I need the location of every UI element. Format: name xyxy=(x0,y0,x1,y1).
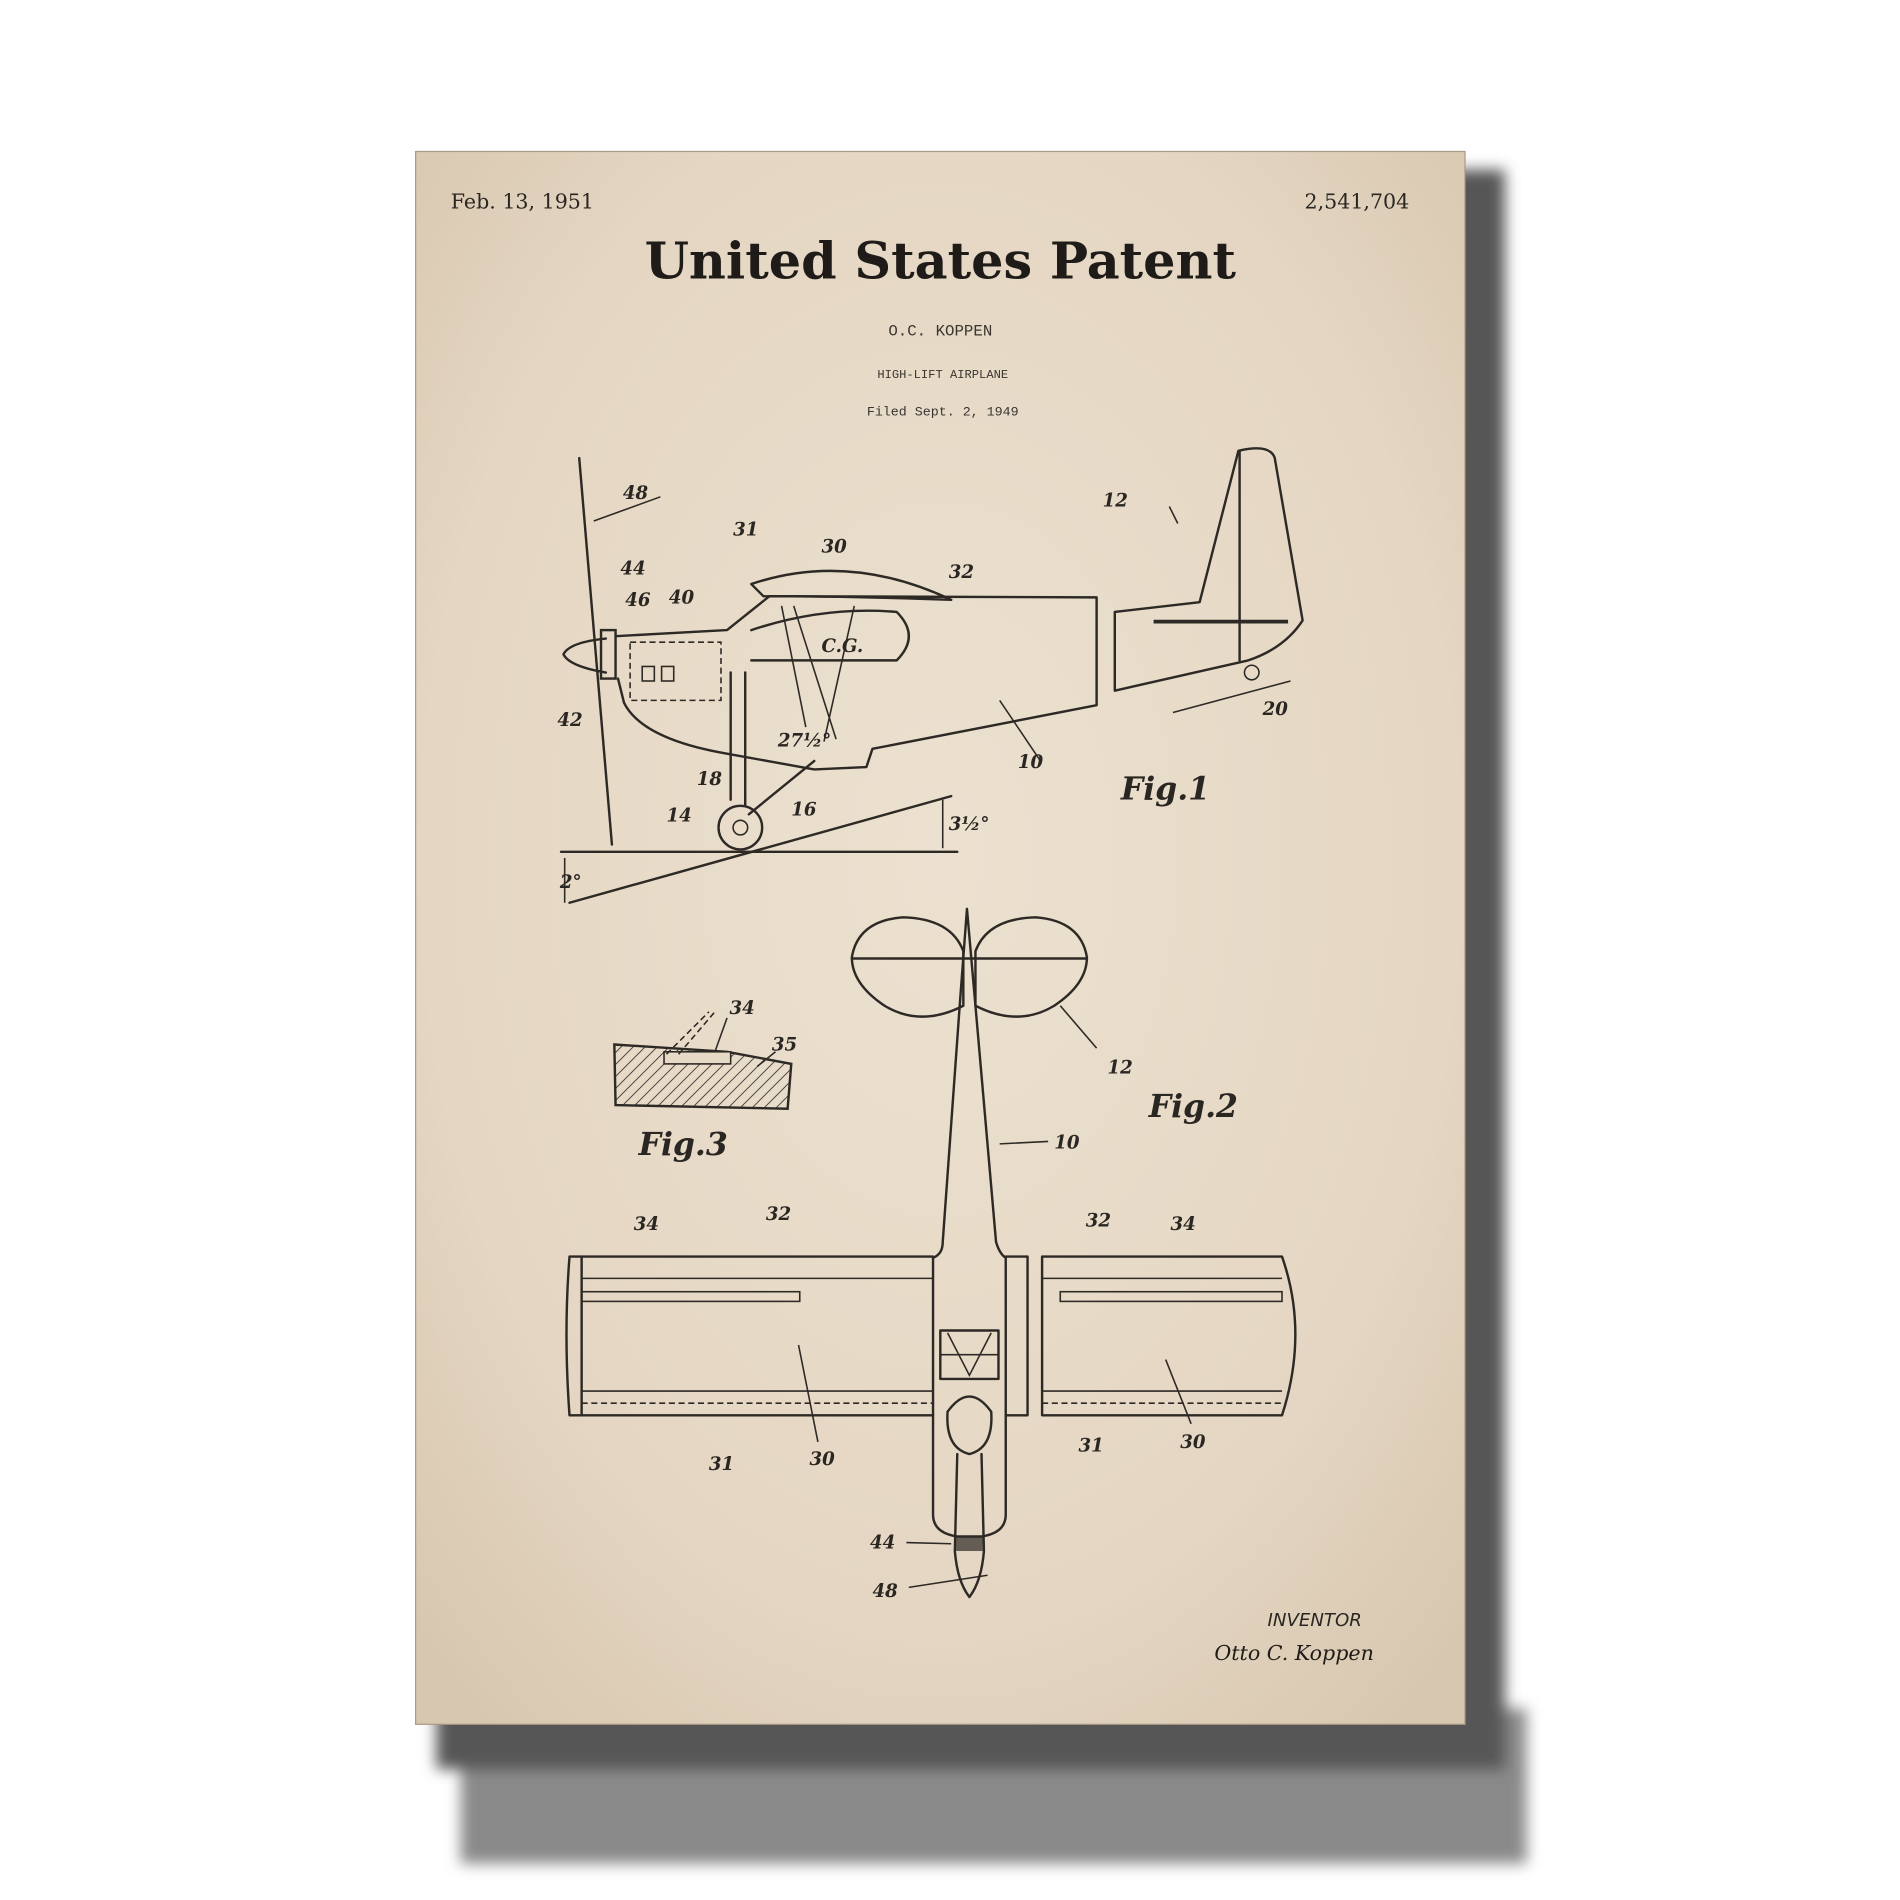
fig1-label: 20 xyxy=(1262,699,1289,720)
fig1-label: 16 xyxy=(791,799,817,820)
patent-date: Feb. 13, 1951 xyxy=(451,189,594,213)
fig1-label: 27½° xyxy=(777,730,831,751)
fig1-label: 2° xyxy=(559,872,582,893)
inventor-label: INVENTOR xyxy=(1268,1610,1362,1631)
patent-title: United States Patent xyxy=(645,232,1237,292)
inventor-signature: Otto C. Koppen xyxy=(1214,1641,1373,1665)
fig3-label: 35 xyxy=(772,1035,797,1056)
fig1-label: 44 xyxy=(620,558,645,579)
fig1-label: 10 xyxy=(1018,752,1044,773)
fig1-label: 40 xyxy=(669,587,695,608)
fig1-label: 12 xyxy=(1103,491,1128,512)
paper xyxy=(416,151,1465,1724)
fig2-label: 32 xyxy=(1086,1210,1111,1231)
fig2-caption: Fig.2 xyxy=(1148,1088,1238,1125)
engine-rings xyxy=(956,1536,983,1551)
fig1-label: 31 xyxy=(733,520,758,541)
fig2-label: 44 xyxy=(870,1533,895,1554)
fig1-label: 3½° xyxy=(949,814,990,835)
fig2-label: 31 xyxy=(709,1454,734,1475)
fig3-caption: Fig.3 xyxy=(638,1126,728,1163)
fig1-caption: Fig.1 xyxy=(1120,771,1210,808)
fig1-label: 14 xyxy=(666,806,691,827)
fig1-label: 42 xyxy=(557,710,582,731)
fig2-label: 34 xyxy=(634,1214,659,1235)
fig2-label: 34 xyxy=(1171,1214,1196,1235)
fig1-label: 46 xyxy=(625,590,651,611)
inventor-name: O.C. KOPPEN xyxy=(888,323,992,341)
fig1-label: C.G. xyxy=(822,636,864,657)
fig2-label: 30 xyxy=(1180,1432,1206,1453)
fig1-label: 32 xyxy=(949,562,974,583)
fig2-label: 32 xyxy=(766,1204,791,1225)
fig2-label: 30 xyxy=(809,1449,835,1470)
fig2-label: 48 xyxy=(872,1581,898,1602)
invention-title: HIGH-LIFT AIRPLANE xyxy=(877,368,1008,382)
fig1-label: 30 xyxy=(822,537,848,558)
fig2-label: 31 xyxy=(1078,1436,1103,1457)
fig3-label: 34 xyxy=(729,998,754,1019)
patent-number: 2,541,704 xyxy=(1305,189,1410,213)
fig1-label: 48 xyxy=(623,483,649,504)
fig2-label: 10 xyxy=(1054,1133,1080,1154)
filed-date: Filed Sept. 2, 1949 xyxy=(867,405,1019,420)
fig2-label: 12 xyxy=(1108,1058,1133,1079)
fig1-label: 18 xyxy=(697,769,723,790)
